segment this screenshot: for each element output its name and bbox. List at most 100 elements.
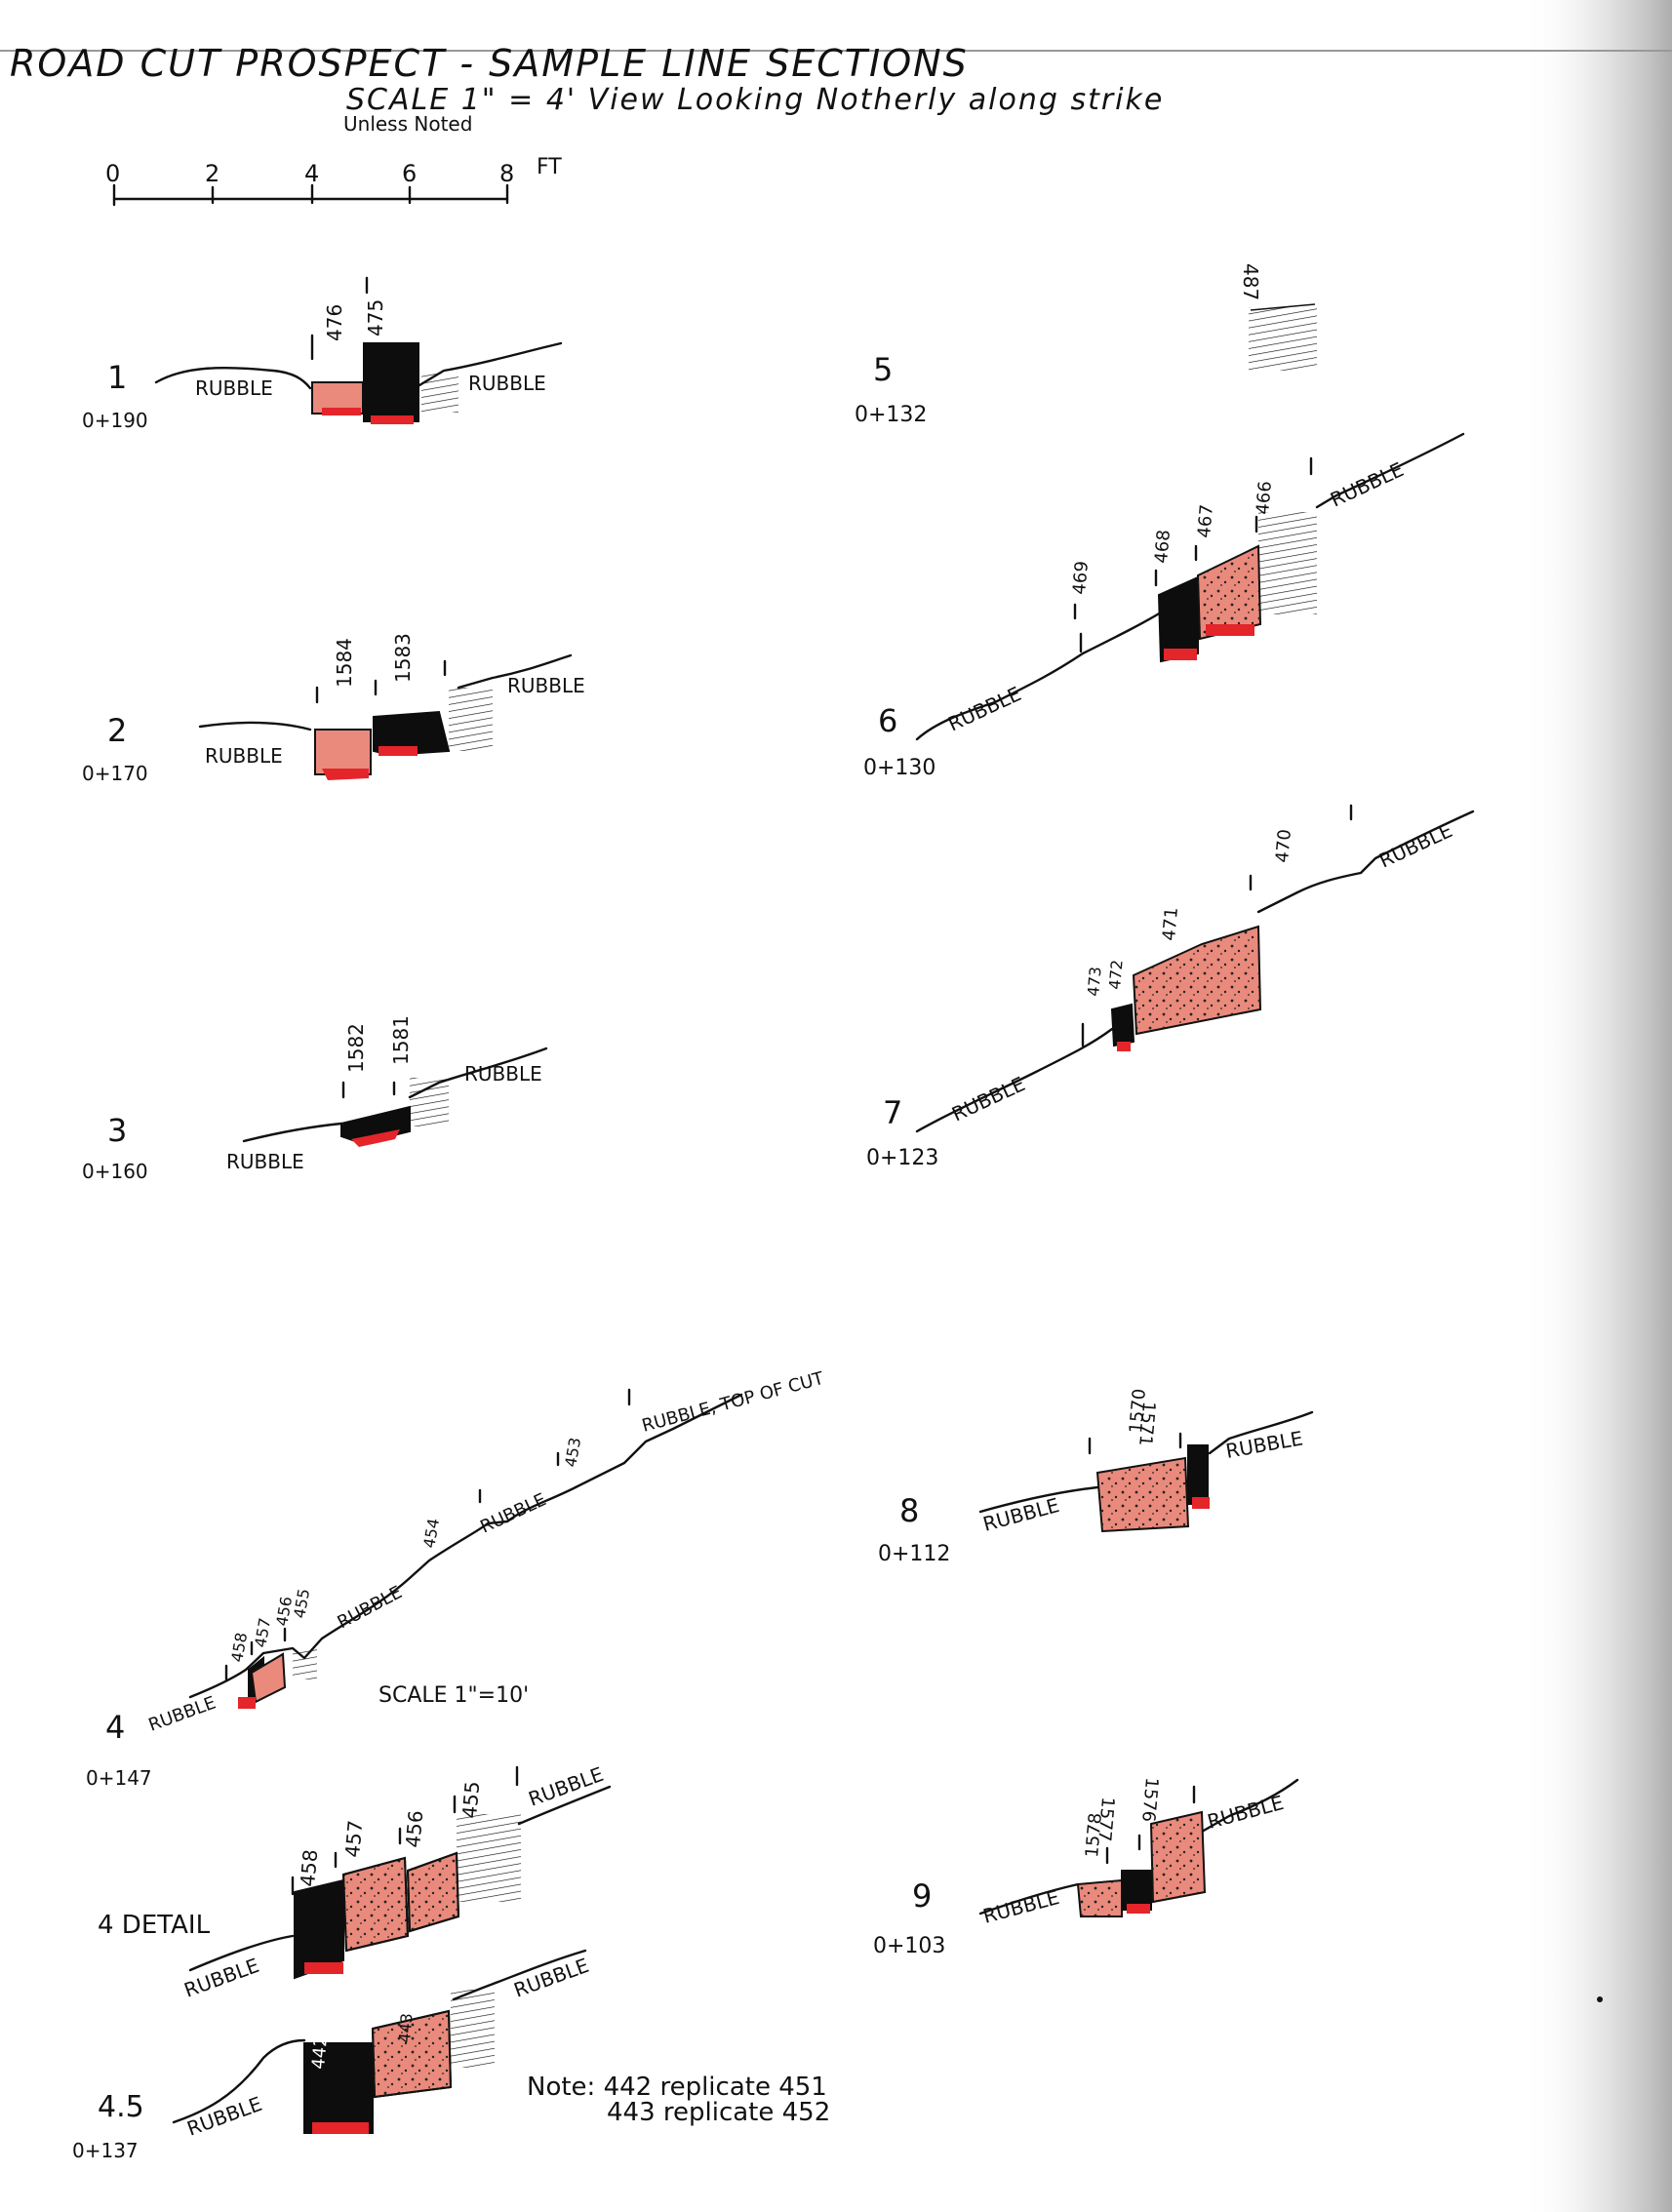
section-4: 4 0+147 RUBBLE RUBBLE RUBBLE RUBBLE, TOP…	[86, 1368, 827, 1790]
sample-469: 469	[1069, 560, 1093, 595]
rubble-top-of-cut-label: RUBBLE, TOP OF CUT	[640, 1368, 827, 1437]
section-number: 5	[873, 351, 893, 388]
rubble-label: RUBBLE	[1375, 818, 1455, 872]
sample-1570: 1570	[1126, 1388, 1150, 1434]
rubble-label: RUBBLE	[468, 372, 546, 395]
rubble-label: RUBBLE	[226, 1150, 304, 1173]
rubble-label: RUBBLE	[1205, 1791, 1286, 1834]
section-station: 0+132	[855, 403, 927, 427]
sample-1577: 1577	[1094, 1797, 1118, 1842]
sample-1584: 1584	[333, 638, 356, 688]
sample-457: 457	[340, 1819, 367, 1858]
rubble-label: RUBBLE	[948, 1072, 1028, 1126]
sample-458: 458	[296, 1848, 322, 1887]
scale-tick-8: 8	[499, 160, 514, 187]
section-station: 0+147	[86, 1766, 152, 1790]
section-number: 2	[107, 712, 127, 749]
sample-473: 473	[1084, 966, 1105, 997]
scale-bar: 0 2 4 6 8 FT	[105, 155, 562, 207]
page-title: ROAD CUT PROSPECT - SAMPLE LINE SECTIONS	[10, 42, 969, 85]
rubble-label: RUBBLE	[464, 1062, 542, 1086]
sample-458: 458	[227, 1631, 251, 1663]
section-1: 1 0+190 RUBBLE RUBBLE 476 475	[82, 276, 563, 432]
sample-1576: 1576	[1137, 1777, 1162, 1823]
rubble-label: RUBBLE	[184, 2092, 265, 2141]
sample-1578: 1578	[1082, 1812, 1106, 1858]
rubble-label: RUBBLE	[205, 744, 283, 768]
sample-466: 466	[1253, 480, 1276, 515]
sample-1571: 1571	[1135, 1401, 1159, 1446]
scale-tick-0: 0	[105, 160, 120, 187]
sample-471: 471	[1159, 906, 1182, 941]
section-4-5: 4.5 0+137 RUBBLE RUBBLE 442 443	[72, 1949, 592, 2162]
rubble-label: RUBBLE	[334, 1582, 405, 1633]
note-line-2: 443 replicate 452	[607, 2098, 830, 2127]
ink-dot	[1597, 1996, 1603, 2002]
section-station: 0+170	[82, 762, 148, 785]
sample-468: 468	[1151, 529, 1174, 564]
sample-442: 442	[308, 2034, 332, 2070]
sample-455: 455	[290, 1587, 313, 1619]
scan-edge-shadow	[1522, 0, 1672, 2212]
rubble-label: RUBBLE	[1224, 1426, 1305, 1462]
scale-tick-4: 4	[304, 160, 319, 187]
sample-1582: 1582	[344, 1023, 368, 1073]
sample-472: 472	[1105, 959, 1127, 990]
sample-453: 453	[561, 1436, 584, 1468]
section-station: 0+137	[72, 2139, 139, 2162]
section-number: 6	[878, 702, 897, 739]
section-9: 9 0+103 RUBBLE RUBBLE 1578 1577 1576	[873, 1777, 1299, 1958]
section-2: 2 0+170 RUBBLE RUBBLE 1584 1583	[82, 633, 585, 785]
sample-487: 487	[1239, 263, 1262, 300]
section-station: 0+103	[873, 1934, 945, 1958]
sample-467: 467	[1194, 503, 1217, 538]
sample-1583: 1583	[391, 633, 415, 683]
section-4-scale-note: SCALE 1"=10'	[378, 1683, 529, 1708]
rubble-label: RUBBLE	[477, 1489, 549, 1537]
section-3: 3 0+160 RUBBLE RUBBLE 1582 1581	[82, 1015, 548, 1183]
rubble-label: RUBBLE	[980, 1885, 1061, 1928]
sample-443: 443	[395, 2012, 417, 2043]
sample-456: 456	[401, 1809, 427, 1848]
section-5: 5 0+132 487	[855, 263, 1317, 427]
section-number: 3	[107, 1112, 127, 1149]
section-number: 7	[883, 1094, 902, 1131]
scale-note: SCALE 1" = 4' View Looking Notherly alon…	[346, 83, 1164, 117]
rubble-label: RUBBLE	[507, 674, 585, 697]
sample-455: 455	[458, 1780, 484, 1819]
sample-457: 457	[251, 1616, 274, 1648]
rubble-label: RUBBLE	[944, 682, 1024, 735]
sample-476: 476	[323, 304, 346, 341]
sample-454: 454	[419, 1517, 443, 1549]
rubble-label: RUBBLE	[980, 1493, 1061, 1536]
rubble-label: RUBBLE	[146, 1692, 219, 1735]
rubble-label: RUBBLE	[1327, 457, 1407, 511]
section-number: 1	[107, 359, 127, 396]
section-station: 0+160	[82, 1160, 148, 1183]
sample-475: 475	[364, 299, 387, 336]
scale-unless-noted: Unless Noted	[343, 112, 472, 136]
scale-tick-6: 6	[402, 160, 417, 187]
section-number: 8	[899, 1492, 919, 1529]
section-station: 0+130	[863, 756, 936, 780]
sample-1581: 1581	[389, 1015, 413, 1065]
section-7: 7 0+123 RUBBLE RUBBLE 473 472 471 470	[866, 804, 1475, 1170]
section-station: 0+190	[82, 409, 148, 432]
section-station: 0+112	[878, 1542, 950, 1566]
rubble-label: RUBBLE	[195, 376, 273, 400]
sample-470: 470	[1272, 828, 1295, 863]
section-4-detail: 4 DETAIL RUBBLE RUBBLE 458 457 456 455	[98, 1762, 612, 2002]
section-number: 4.5	[98, 2090, 144, 2124]
section-station: 0+123	[866, 1146, 938, 1170]
section-number: 9	[912, 1877, 932, 1915]
section-8: 8 0+112 RUBBLE RUBBLE 1570 1571	[878, 1388, 1314, 1566]
section-number: 4	[105, 1709, 125, 1746]
note-line-1: Note: 442 replicate 451	[527, 2073, 827, 2102]
scale-unit: FT	[537, 155, 562, 179]
section-number: 4 DETAIL	[98, 1911, 211, 1940]
scale-tick-2: 2	[205, 160, 219, 187]
replicate-note: Note: 442 replicate 451 443 replicate 45…	[527, 2073, 830, 2127]
rubble-label: RUBBLE	[181, 1954, 262, 2002]
